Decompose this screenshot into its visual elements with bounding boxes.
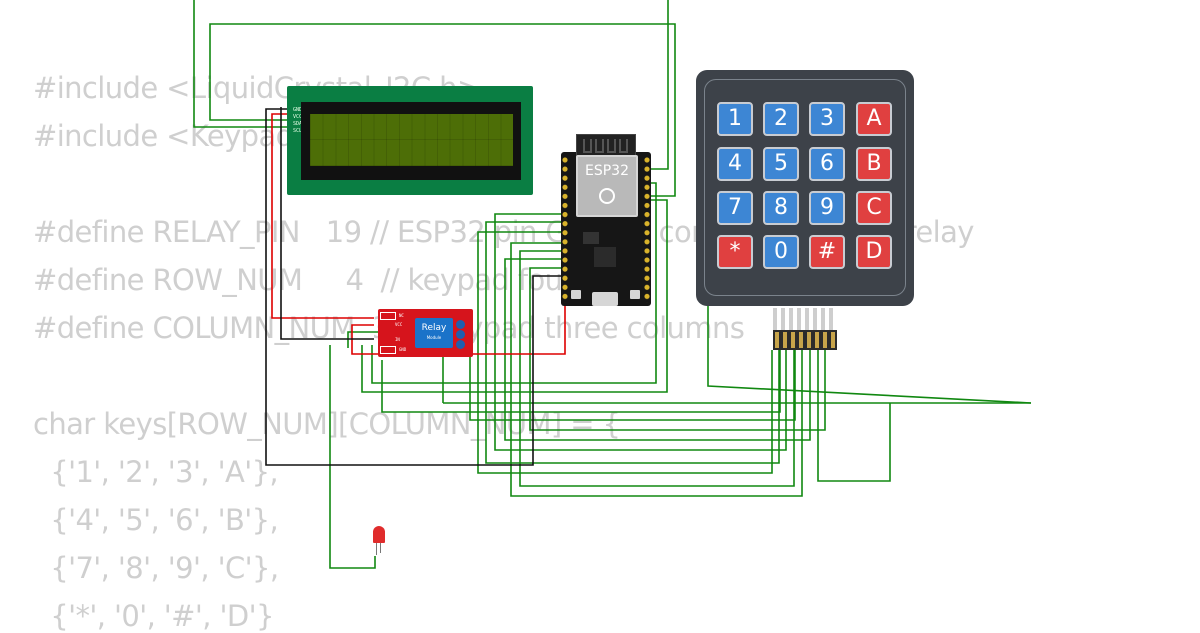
led-icon bbox=[373, 526, 385, 543]
keypad-key[interactable]: 4 bbox=[717, 147, 753, 181]
wire[interactable] bbox=[817, 350, 891, 482]
keypad-key[interactable]: D bbox=[856, 235, 892, 269]
keypad-key[interactable]: 1 bbox=[717, 102, 753, 136]
keypad-ribbon bbox=[773, 308, 837, 330]
relay-module[interactable]: NC VCC IN GND Relay Module bbox=[378, 309, 473, 357]
relay-pin-label: IN bbox=[395, 337, 400, 342]
wire[interactable] bbox=[529, 267, 826, 431]
wire[interactable] bbox=[329, 345, 376, 569]
keypad-key[interactable]: 3 bbox=[809, 102, 845, 136]
relay-pin-label: GND bbox=[399, 347, 407, 352]
lcd-bezel bbox=[301, 102, 521, 180]
wire[interactable] bbox=[485, 221, 780, 464]
wire[interactable] bbox=[504, 258, 811, 441]
wire[interactable] bbox=[469, 340, 796, 421]
wire[interactable] bbox=[477, 231, 773, 474]
lcd-screen bbox=[310, 114, 513, 166]
relay-pin-label: VCC bbox=[395, 322, 403, 327]
keypad-connector[interactable] bbox=[773, 308, 837, 352]
wire[interactable] bbox=[193, 0, 291, 128]
keypad-key[interactable]: 2 bbox=[763, 102, 799, 136]
wire[interactable] bbox=[371, 182, 657, 384]
esp32-label: ESP32 bbox=[585, 163, 629, 179]
wire[interactable] bbox=[381, 350, 781, 413]
lcd-pin-label: VCC bbox=[293, 114, 303, 120]
esp32-chip bbox=[583, 232, 599, 244]
wire[interactable] bbox=[361, 199, 668, 393]
boot-button[interactable] bbox=[571, 290, 581, 299]
relay-terminal-icon[interactable] bbox=[456, 330, 465, 339]
usb-port-icon bbox=[592, 292, 618, 306]
antenna-icon bbox=[576, 134, 636, 157]
lcd-pin-label: SDA bbox=[293, 121, 303, 127]
lcd-display[interactable]: GND VCC SDA SCL bbox=[287, 86, 533, 195]
keypad-key[interactable]: A bbox=[856, 102, 892, 136]
code-line: {'*', '0', '#', 'D'} bbox=[33, 599, 274, 633]
relay-pin[interactable] bbox=[380, 346, 396, 354]
esp32-module: ESP32 bbox=[576, 155, 638, 217]
relay-terminal-icon[interactable] bbox=[456, 320, 465, 329]
esp32-chip bbox=[594, 247, 616, 267]
keypad-key[interactable]: 9 bbox=[809, 191, 845, 225]
keypad-key[interactable]: * bbox=[717, 235, 753, 269]
keypad-key[interactable]: 6 bbox=[809, 147, 845, 181]
membrane-keypad[interactable]: 1 2 3 A 4 5 6 B 7 8 9 C * 0 # D bbox=[696, 70, 914, 306]
wire[interactable] bbox=[265, 108, 565, 466]
code-line: {'7', '8', '9', 'C'}, bbox=[33, 551, 279, 585]
wire[interactable] bbox=[494, 213, 787, 451]
wire[interactable] bbox=[209, 23, 676, 197]
relay-pin[interactable] bbox=[380, 312, 396, 320]
keypad-key[interactable]: C bbox=[856, 191, 892, 225]
wire[interactable] bbox=[510, 242, 803, 497]
espressif-logo-icon bbox=[599, 188, 615, 204]
wire[interactable] bbox=[280, 107, 374, 340]
wire[interactable] bbox=[347, 331, 386, 348]
keypad-key[interactable]: B bbox=[856, 147, 892, 181]
esp32-board[interactable]: ESP32 bbox=[561, 134, 651, 306]
lcd-pin-label: GND bbox=[293, 107, 303, 113]
keypad-key[interactable]: 5 bbox=[763, 147, 799, 181]
keypad-face bbox=[704, 79, 906, 296]
relay-pin-label: NC bbox=[399, 313, 404, 318]
keypad-key[interactable]: # bbox=[809, 235, 845, 269]
led-leg bbox=[380, 543, 381, 553]
keypad-key[interactable]: 8 bbox=[763, 191, 799, 225]
wire[interactable] bbox=[351, 284, 566, 355]
keypad-pin-header[interactable] bbox=[773, 330, 837, 350]
relay-terminal-icon[interactable] bbox=[456, 340, 465, 349]
keypad-key[interactable]: 0 bbox=[763, 235, 799, 269]
relay-title: Relay bbox=[421, 323, 447, 333]
esp32-pin-header-left[interactable] bbox=[562, 157, 568, 303]
red-led[interactable] bbox=[371, 526, 387, 556]
reset-button[interactable] bbox=[630, 290, 640, 299]
relay-body: Relay Module bbox=[415, 318, 453, 348]
lcd-pin-label: SCL bbox=[293, 128, 303, 134]
led-leg bbox=[376, 543, 377, 555]
code-line: {'1', '2', '3', 'A'}, bbox=[33, 455, 279, 489]
relay-subtitle: Module bbox=[426, 335, 442, 340]
wire[interactable] bbox=[643, 0, 669, 170]
wire[interactable] bbox=[707, 290, 1032, 404]
esp32-pin-header-right[interactable] bbox=[644, 157, 650, 303]
keypad-key[interactable]: 7 bbox=[717, 191, 753, 225]
code-line: {'4', '5', '6', 'B'}, bbox=[33, 503, 279, 537]
